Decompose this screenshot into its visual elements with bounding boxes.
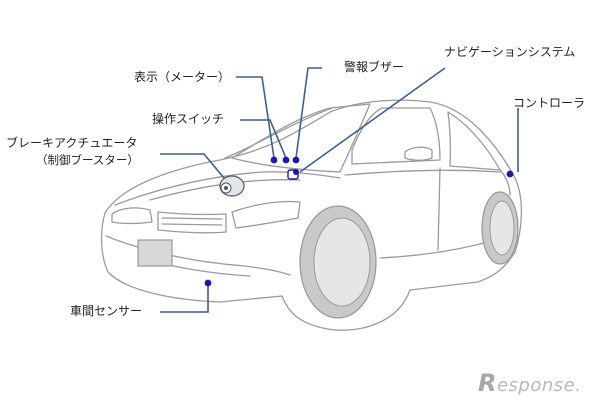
grille — [157, 211, 227, 234]
leader-navigation — [299, 67, 446, 173]
brake-booster-component — [219, 175, 245, 197]
label-warning-buzzer: 警報ブザー — [344, 60, 405, 74]
marker-warning-buzzer — [292, 156, 300, 164]
door-line — [344, 169, 501, 176]
front-side-window — [351, 107, 441, 165]
label-operation-switch: 操作スイッチ — [152, 112, 225, 126]
label-brake-booster: （制御ブースター） — [36, 153, 139, 167]
label-brake-actuator: ブレーキアクチュエータ — [6, 136, 138, 150]
car-body-outline — [100, 99, 523, 331]
marker-controller — [506, 170, 514, 178]
marker-navigation-dot — [293, 169, 299, 175]
marker-display-meter — [270, 156, 278, 164]
response-logo: Response. — [478, 369, 582, 397]
component-markers — [204, 156, 514, 287]
leader-lines — [160, 67, 519, 313]
leader-warning-buzzer — [295, 67, 322, 159]
marker-distance-sensor — [204, 279, 212, 287]
rear-wheel — [481, 191, 519, 265]
label-display-meter: 表示（メーター） — [134, 70, 231, 84]
license-plate — [137, 239, 173, 267]
marker-operation-switch — [282, 156, 290, 164]
rear-light — [499, 169, 511, 196]
door-seam — [437, 167, 441, 251]
side-mirror — [404, 146, 433, 161]
car-illustration — [100, 99, 523, 331]
rear-side-window — [447, 111, 501, 171]
car-roof-line — [224, 107, 333, 159]
windshield — [231, 103, 371, 173]
label-controller: コントローラ — [513, 96, 586, 110]
front-bumper — [105, 235, 291, 276]
leader-brake-actuator — [160, 153, 225, 179]
front-wheel — [299, 205, 377, 319]
leader-display-meter — [236, 76, 275, 159]
leader-operation-switch — [240, 119, 287, 159]
label-distance-sensor: 車間センサー — [70, 304, 143, 318]
label-navigation-system: ナビゲーションシステム — [444, 45, 576, 59]
leader-distance-sensor — [160, 283, 209, 313]
hood-line — [114, 171, 341, 206]
headlight-left — [111, 207, 153, 225]
headlight-right — [231, 200, 301, 229]
